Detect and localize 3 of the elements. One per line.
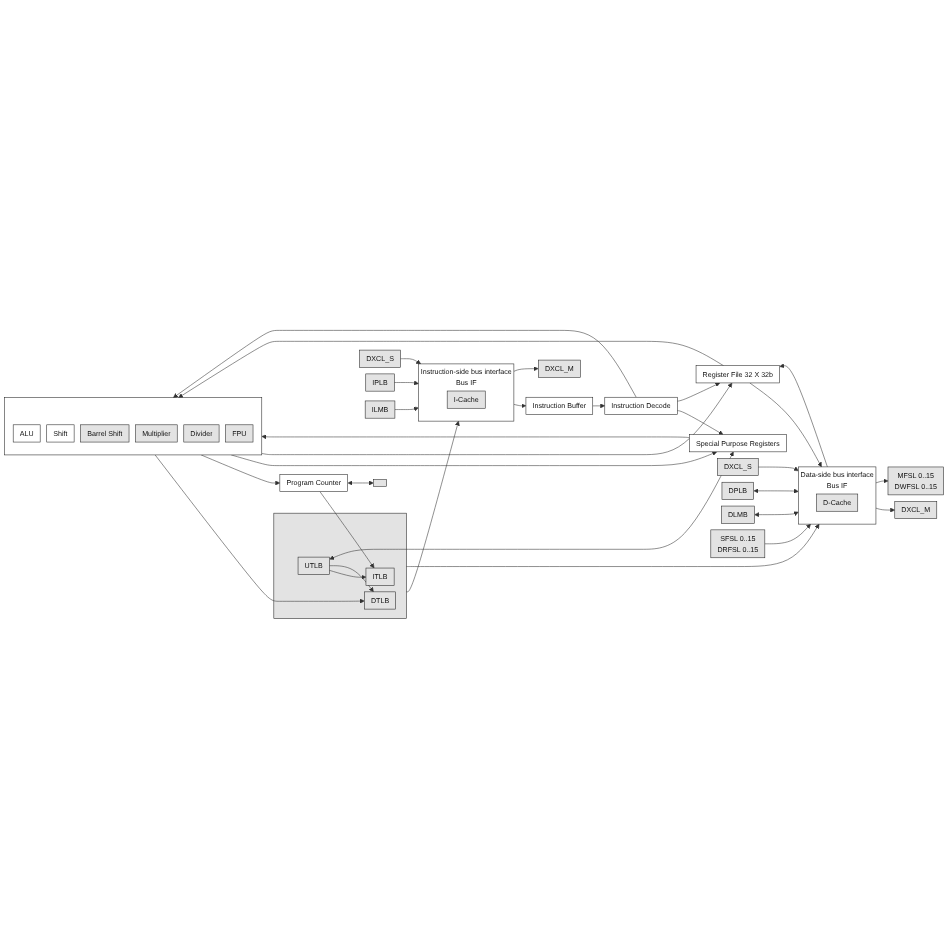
cluster xyxy=(4,396,263,455)
cluster xyxy=(273,512,407,619)
node-box xyxy=(373,478,387,486)
